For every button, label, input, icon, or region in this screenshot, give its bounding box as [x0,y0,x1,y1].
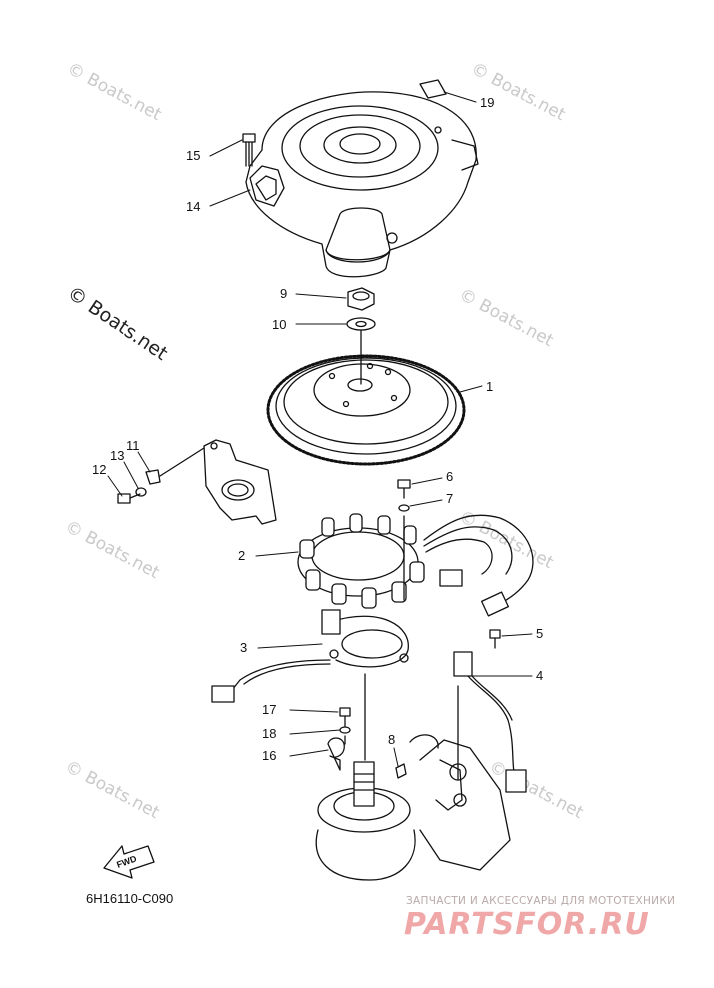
callout-17: 17 [262,702,276,717]
callout-14: 14 [186,199,200,214]
washer-7 [398,504,410,512]
washer-18 [339,726,351,734]
watermark: © Boats.net [64,59,165,126]
forward-arrow-icon [103,845,155,879]
watermark: © Boats.net [468,59,569,126]
bolt-15 [242,133,256,167]
callout-15: 15 [186,148,200,163]
callout-5: 5 [536,626,543,641]
callout-4: 4 [536,668,543,683]
crankcase-base [315,515,511,881]
washer [346,317,376,331]
callout-3: 3 [240,640,247,655]
callout-8: 8 [388,732,395,747]
watermark: © Boats.net [456,285,557,352]
callout-9: 9 [280,286,287,301]
pulser-coil [211,609,409,703]
bolt-6 [397,479,411,499]
callout-12: 12 [92,462,106,477]
callout-1: 1 [486,379,493,394]
part-code: 6H16110-C090 [86,891,173,906]
callout-6: 6 [446,469,453,484]
callout-11: 11 [126,438,140,453]
bolt-5 [489,629,501,649]
watermark: © Boats.net [62,517,163,584]
watermark: © Boats.net [62,757,163,824]
brand-tagline: ЗАПЧАСТИ И АКСЕССУАРЫ ДЛЯ МОТОТЕХНИКИ [406,895,675,907]
flywheel-cover [245,91,479,278]
bolt-17 [339,707,351,717]
brand-logo: PARTSFOR.RU [404,907,650,942]
woodruff-key [395,763,407,779]
callout-19: 19 [480,95,494,110]
watermark-main: © Boats.net [63,282,171,365]
watermark: © Boats.net [486,757,587,824]
callout-2: 2 [238,548,245,563]
clamp-16 [327,737,345,771]
callout-10: 10 [272,317,286,332]
mounting-bracket [203,439,277,525]
stator-coil [297,513,534,617]
screw-12 [117,493,141,504]
decal-label [419,79,447,99]
nut [347,287,375,311]
clip-11 [145,447,205,485]
leader-lines [107,91,533,767]
callout-labels: 1 2 3 4 5 6 7 8 9 10 11 12 13 14 15 16 1… [92,95,543,763]
callout-13: 13 [110,448,124,463]
callout-18: 18 [262,726,276,741]
callout-7: 7 [446,491,453,506]
sensor-lead [453,651,527,793]
flywheel [266,329,466,466]
callout-16: 16 [262,748,276,763]
